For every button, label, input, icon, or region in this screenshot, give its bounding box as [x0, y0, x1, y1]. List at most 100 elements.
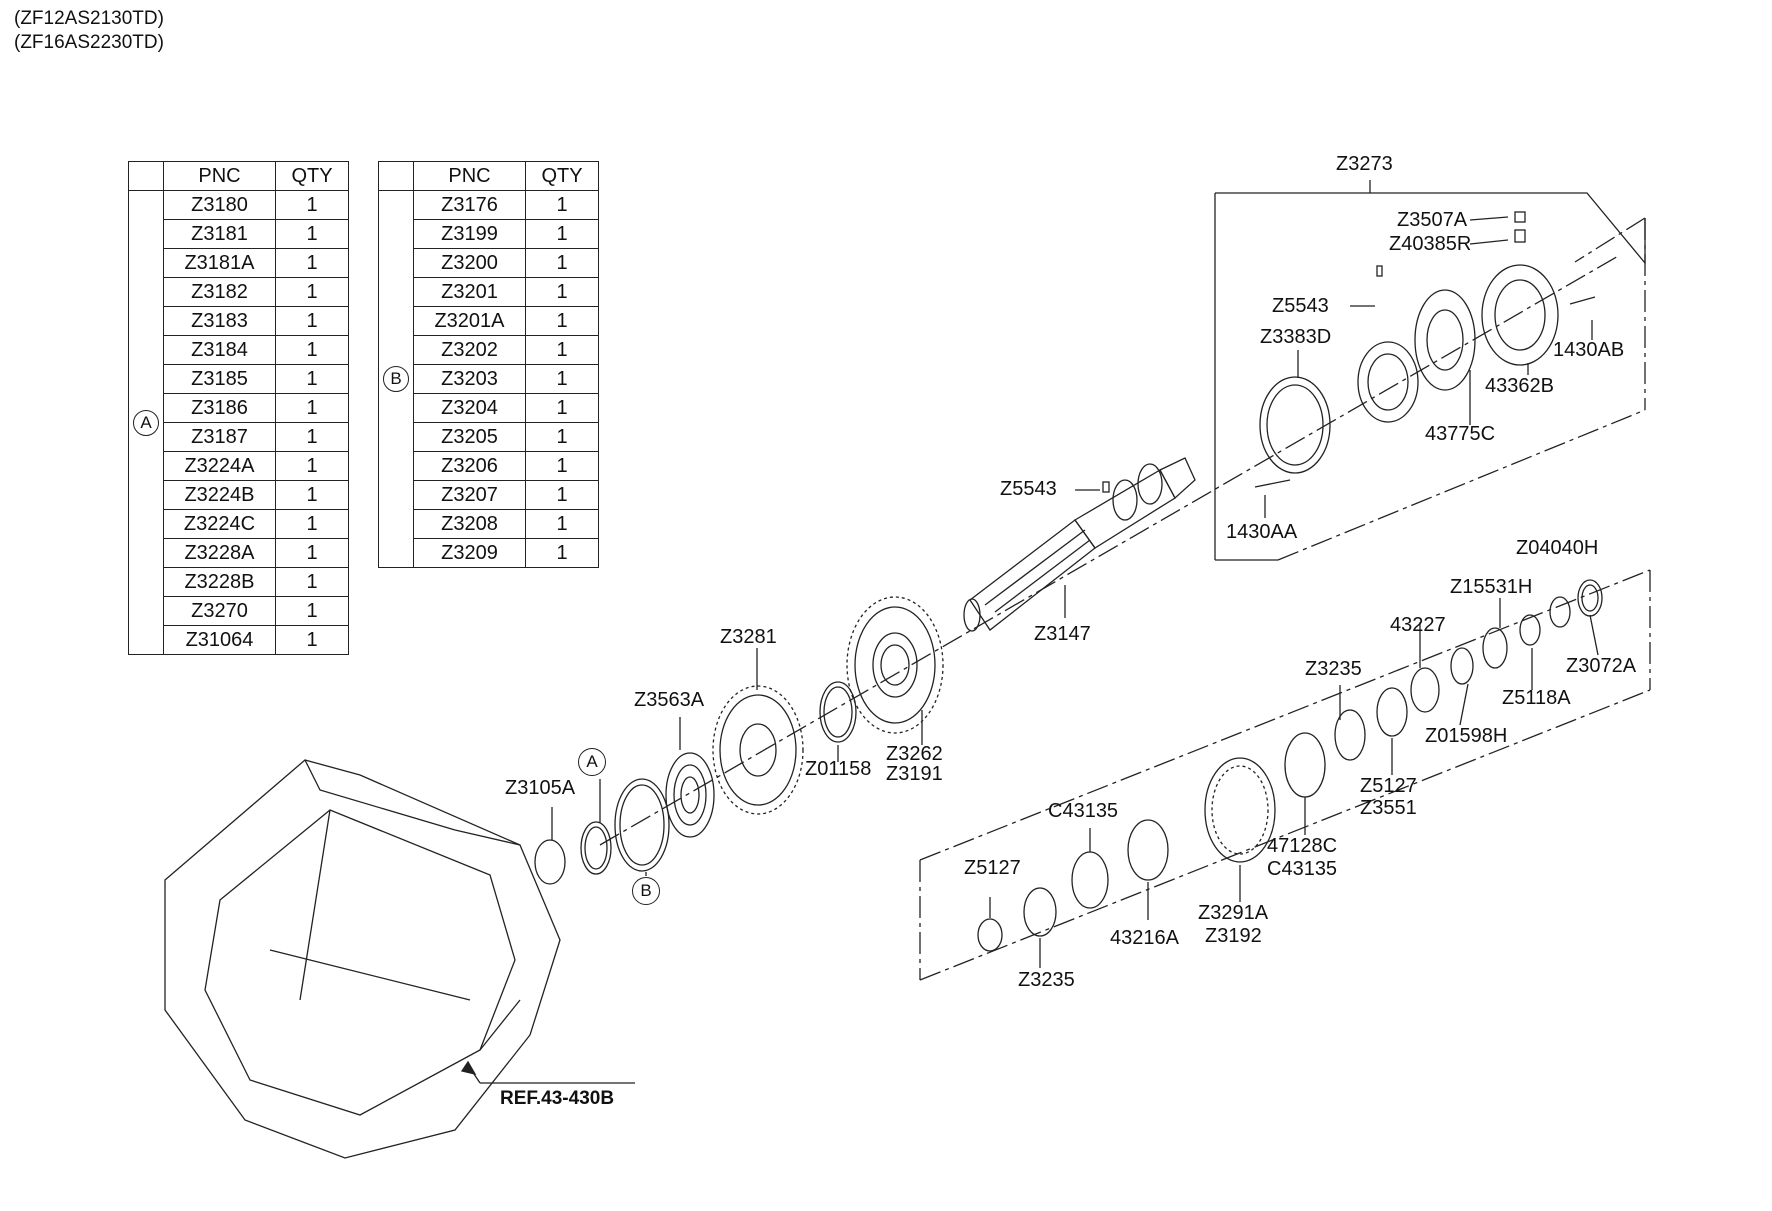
label-z3105a: Z3105A — [505, 777, 576, 799]
label-z01598h: Z01598H — [1425, 725, 1508, 747]
label-43775c: 43775C — [1425, 423, 1496, 445]
pnc-cell: Z3182 — [163, 277, 276, 307]
label-z3551: Z3551 — [1360, 797, 1417, 819]
qty-cell: 1 — [275, 306, 349, 336]
qty-cell: 1 — [275, 422, 349, 452]
label-z3291a: Z3291A — [1198, 902, 1269, 924]
qty-cell: 1 — [275, 451, 349, 481]
label-z5118a: Z5118A — [1502, 687, 1571, 709]
label-z3235-low: Z3235 — [1018, 969, 1075, 991]
label-z3563a: Z3563A — [634, 689, 705, 711]
label-c43135-right: C43135 — [1267, 858, 1338, 880]
group-marker: B — [383, 366, 409, 392]
label-z5127-mid: Z5127 — [1360, 775, 1417, 797]
bearing-z3563a — [665, 752, 715, 838]
pnc-cell: Z3207 — [413, 480, 526, 510]
qty-cell: 1 — [275, 219, 349, 249]
pnc-cell: Z3224B — [163, 480, 276, 510]
label-43227: 43227 — [1390, 614, 1446, 636]
pnc-cell: Z3185 — [163, 364, 276, 394]
pnc-cell: Z3184 — [163, 335, 276, 365]
pin-1430ab — [1569, 296, 1596, 305]
qty-cell: 1 — [275, 596, 349, 626]
pnc-cell: Z3209 — [413, 538, 526, 568]
qty-cell: 1 — [525, 538, 599, 568]
gear-z3281 — [712, 685, 804, 815]
label-z15531h: Z15531H — [1450, 576, 1533, 598]
label-z3262: Z3262 — [886, 743, 943, 765]
label-z3281: Z3281 — [720, 626, 777, 648]
pnc-cell: Z3183 — [163, 306, 276, 336]
label-43216a: 43216A — [1110, 927, 1179, 949]
carrier-43362b — [1481, 264, 1559, 366]
qty-cell: 1 — [275, 509, 349, 539]
qty-cell: 1 — [525, 190, 599, 220]
leader-lines — [551, 216, 1599, 968]
pnc-cell: Z3206 — [413, 451, 526, 481]
qty-cell: 1 — [525, 277, 599, 307]
group-marker: A — [133, 409, 159, 436]
qty-cell: 1 — [275, 625, 349, 655]
qty-cell: 1 — [275, 567, 349, 597]
ring-a — [580, 821, 612, 875]
pnc-cell: Z3201A — [413, 306, 526, 336]
callout-b: B — [632, 877, 660, 905]
qty-cell: 1 — [275, 393, 349, 423]
spring-z40385r — [1514, 229, 1526, 243]
label-z01158: Z01158 — [805, 758, 872, 780]
qty-cell: 1 — [525, 219, 599, 249]
qty-cell: 1 — [275, 277, 349, 307]
label-47128c: 47128C — [1267, 835, 1338, 857]
label-z3147: Z3147 — [1034, 623, 1091, 645]
lower-right-components — [977, 579, 1603, 952]
ring-z01158 — [819, 681, 857, 743]
label-z5127-low: Z5127 — [964, 857, 1021, 879]
qty-cell: 1 — [525, 335, 599, 365]
pnc-cell: Z3176 — [413, 190, 526, 220]
table-b-pnc-header: PNC — [413, 161, 526, 191]
label-z5543-mid: Z5543 — [1000, 478, 1057, 500]
assembly-box-z3273 — [1215, 192, 1646, 265]
label-c43135-left: C43135 — [1048, 800, 1119, 822]
qty-cell: 1 — [275, 364, 349, 394]
qty-cell: 1 — [275, 480, 349, 510]
label-z5543-top: Z5543 — [1272, 295, 1329, 317]
qty-cell: 1 — [275, 335, 349, 365]
pnc-cell: Z3208 — [413, 509, 526, 539]
lower-box-top — [919, 569, 1651, 861]
key-z5543-mid — [1102, 481, 1110, 493]
label-z04040h: Z04040H — [1516, 537, 1599, 559]
transmission-housing — [164, 759, 561, 1159]
plate-43775c — [1414, 289, 1476, 391]
key-z5543-top — [1376, 265, 1383, 277]
pin-1430aa — [1254, 479, 1291, 488]
main-shaft-z3147 — [963, 457, 1196, 632]
sync-ring-assembly — [1357, 341, 1419, 423]
label-ref-43-430b: REF.43-430B — [500, 1088, 615, 1109]
label-z3235-top: Z3235 — [1305, 658, 1362, 680]
callout-a: A — [578, 748, 606, 776]
qty-cell: 1 — [525, 480, 599, 510]
label-1430aa: 1430AA — [1226, 521, 1298, 543]
pnc-cell: Z3199 — [413, 219, 526, 249]
table-b-qty-header: QTY — [525, 161, 599, 191]
